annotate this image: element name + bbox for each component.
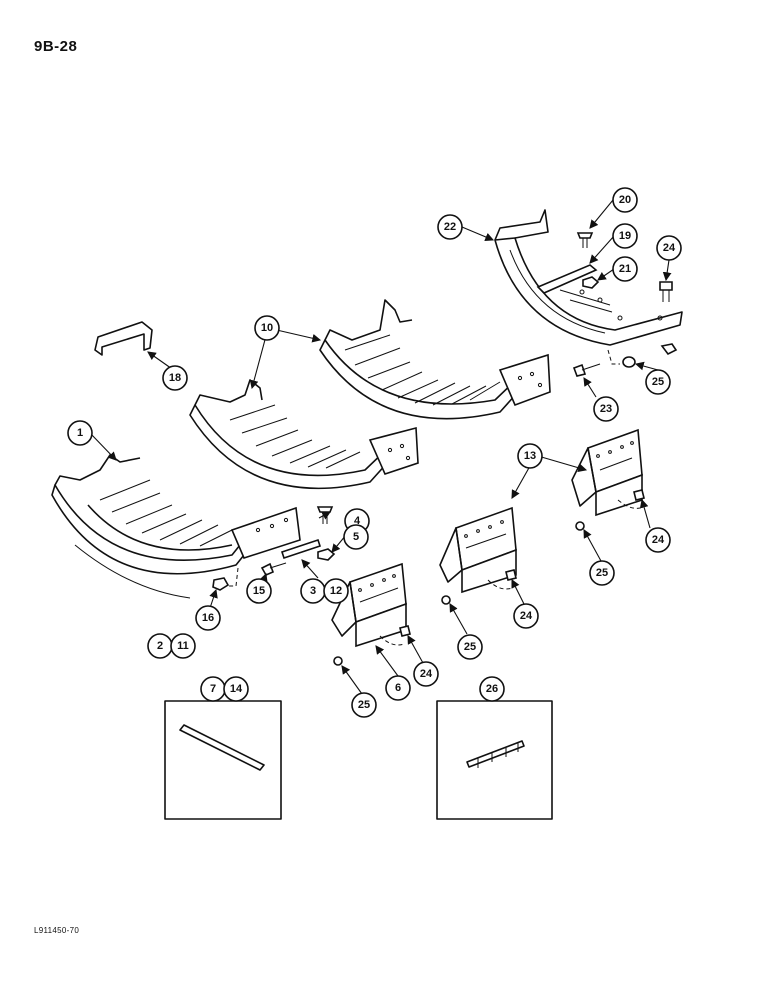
svg-text:6: 6 xyxy=(395,682,401,694)
mounting-bracket-part xyxy=(571,428,645,531)
svg-text:18: 18 xyxy=(169,372,181,384)
bolt-part xyxy=(260,562,275,577)
svg-text:24: 24 xyxy=(420,668,433,680)
callout-3: 3 xyxy=(300,578,326,604)
svg-text:13: 13 xyxy=(524,450,536,462)
bolt-part xyxy=(576,232,594,248)
svg-text:2: 2 xyxy=(157,640,163,652)
mounting-bracket-part xyxy=(439,506,517,605)
inset-box-rod xyxy=(164,700,282,820)
callout-11: 11 xyxy=(170,633,196,659)
callout-25: 25 xyxy=(457,634,483,660)
bolt-part xyxy=(572,363,587,377)
svg-text:21: 21 xyxy=(619,263,631,275)
callout-13: 13 xyxy=(517,443,543,469)
svg-text:7: 7 xyxy=(210,683,216,695)
callout-1: 1 xyxy=(67,420,93,446)
svg-text:24: 24 xyxy=(663,242,676,254)
concave-section-part xyxy=(189,379,419,490)
wire-part xyxy=(74,544,191,599)
callout-2: 2 xyxy=(147,633,173,659)
svg-text:24: 24 xyxy=(520,610,533,622)
callout-21: 21 xyxy=(612,256,638,282)
svg-text:10: 10 xyxy=(261,322,273,334)
svg-text:1: 1 xyxy=(77,427,83,439)
svg-text:11: 11 xyxy=(177,640,189,652)
svg-text:16: 16 xyxy=(202,612,214,624)
mounting-bracket-part xyxy=(331,562,411,666)
nut-part xyxy=(582,276,600,289)
callout-7: 7 xyxy=(200,676,226,702)
leader-lines xyxy=(89,199,672,695)
concave-rear-part xyxy=(494,209,683,346)
bracket-part xyxy=(94,321,153,356)
callout-24: 24 xyxy=(656,235,682,261)
inset-box-bar-assembly xyxy=(436,700,553,820)
callout-23: 23 xyxy=(593,396,619,422)
nut-part xyxy=(660,343,678,356)
callout-6: 6 xyxy=(385,675,411,701)
svg-text:3: 3 xyxy=(310,585,316,597)
callout-24: 24 xyxy=(513,603,539,629)
svg-text:19: 19 xyxy=(619,230,631,242)
callout-24: 24 xyxy=(645,527,671,553)
callout-26: 26 xyxy=(479,676,505,702)
page-number: 9B-28 xyxy=(34,38,78,55)
callout-10: 10 xyxy=(254,315,280,341)
nut-part xyxy=(212,577,230,591)
svg-text:24: 24 xyxy=(652,534,665,546)
svg-text:25: 25 xyxy=(464,641,476,653)
plate-part xyxy=(280,538,322,560)
nut-part xyxy=(622,356,636,368)
svg-text:4: 4 xyxy=(354,515,361,527)
svg-text:14: 14 xyxy=(230,683,243,695)
callout-18: 18 xyxy=(162,365,188,391)
nut-part xyxy=(317,548,336,561)
svg-text:5: 5 xyxy=(353,531,359,543)
callout-12: 12 xyxy=(323,578,349,604)
callout-5: 5 xyxy=(343,524,369,550)
callout-16: 16 xyxy=(195,605,221,631)
svg-text:25: 25 xyxy=(358,699,370,711)
svg-text:23: 23 xyxy=(600,403,612,415)
callout-25: 25 xyxy=(645,369,671,395)
svg-text:15: 15 xyxy=(253,585,265,597)
callout-20: 20 xyxy=(612,187,638,213)
callout-19: 19 xyxy=(612,223,638,249)
svg-text:26: 26 xyxy=(486,683,498,695)
callout-25: 25 xyxy=(351,692,377,718)
svg-text:25: 25 xyxy=(596,567,608,579)
concave-front-part xyxy=(51,454,301,575)
svg-text:12: 12 xyxy=(330,585,342,597)
callout-24: 24 xyxy=(413,661,439,687)
svg-text:22: 22 xyxy=(444,221,456,233)
callout-15: 15 xyxy=(246,578,272,604)
figure-code: L911450-70 xyxy=(34,926,80,935)
svg-text:25: 25 xyxy=(652,376,664,388)
callout-22: 22 xyxy=(437,214,463,240)
callout-25: 25 xyxy=(589,560,615,586)
bolt-part xyxy=(659,281,673,302)
svg-text:20: 20 xyxy=(619,194,631,206)
bolt-part xyxy=(316,506,334,524)
callout-14: 14 xyxy=(223,676,249,702)
concave-section-part xyxy=(319,299,551,420)
